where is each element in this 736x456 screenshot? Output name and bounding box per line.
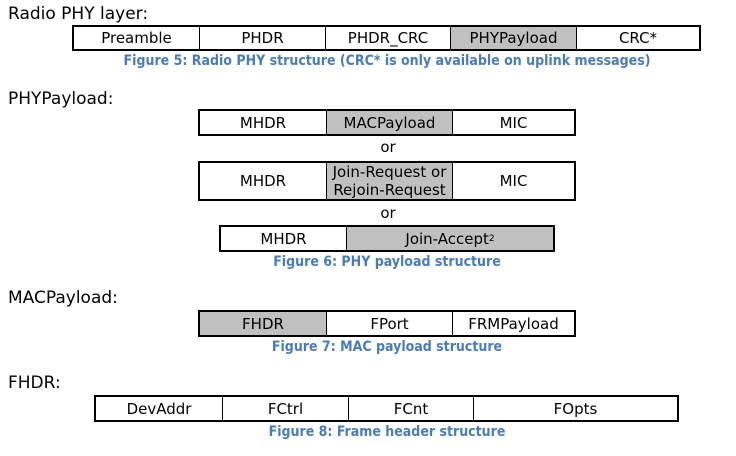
mac-payload-structure-row: FHDR FPort FRMPayload xyxy=(198,310,576,337)
join-request-field: Join-Request or Rejoin-Request xyxy=(326,163,452,199)
mic-field: MIC xyxy=(452,163,574,199)
mhdr-field: MHDR xyxy=(239,172,287,190)
mic-field: MIC xyxy=(452,111,574,134)
radio-phy-label: Radio PHY layer: xyxy=(8,4,149,24)
mac-payload-label: MACPayload: xyxy=(8,288,118,308)
fport-field: FPort xyxy=(326,312,452,335)
fctrl-field: FCtrl xyxy=(222,397,348,420)
preamble-field: Preamble xyxy=(101,29,172,47)
fcnt-field: FCnt xyxy=(348,397,473,420)
frmpayload-field: FRMPayload xyxy=(452,312,574,335)
figure-7-caption: Figure 7: MAC payload structure xyxy=(271,339,503,355)
mhdr-field: MHDR xyxy=(260,229,307,248)
devaddr-field: DevAddr xyxy=(126,399,192,418)
mhdr-field: MHDR xyxy=(239,113,287,132)
fopts-field: FOpts xyxy=(473,397,677,420)
join-accept-label: Join-Accept xyxy=(405,229,489,248)
figure-5-caption: Figure 5: Radio PHY structure (CRC* is o… xyxy=(123,53,651,69)
radio-phy-structure-row: Preamble PHDR PHDR_CRC PHYPayload CRC* xyxy=(72,25,701,51)
figure-8-caption: Figure 8: Frame header structure xyxy=(268,424,506,440)
fhdr-label: FHDR: xyxy=(8,373,61,393)
macpayload-field: MACPayload xyxy=(326,111,452,134)
fhdr-field: FHDR xyxy=(200,312,326,335)
or-separator-2: or xyxy=(380,204,396,222)
phy-payload-label: PHYPayload: xyxy=(8,89,114,109)
phy-payload-mac-row: MHDR MACPayload MIC xyxy=(198,109,576,136)
phdr-crc-field: PHDR_CRC xyxy=(325,27,450,49)
figure-6-caption: Figure 6: PHY payload structure xyxy=(273,254,501,270)
frame-header-structure-row: DevAddr FCtrl FCnt FOpts xyxy=(94,395,679,422)
phdr-field: PHDR xyxy=(199,27,325,49)
or-separator-1: or xyxy=(380,138,396,156)
crc-field: CRC* xyxy=(576,27,699,49)
phypayload-field: PHYPayload xyxy=(450,27,576,49)
phy-payload-join-request-row: MHDR Join-Request or Rejoin-Request MIC xyxy=(198,161,576,201)
